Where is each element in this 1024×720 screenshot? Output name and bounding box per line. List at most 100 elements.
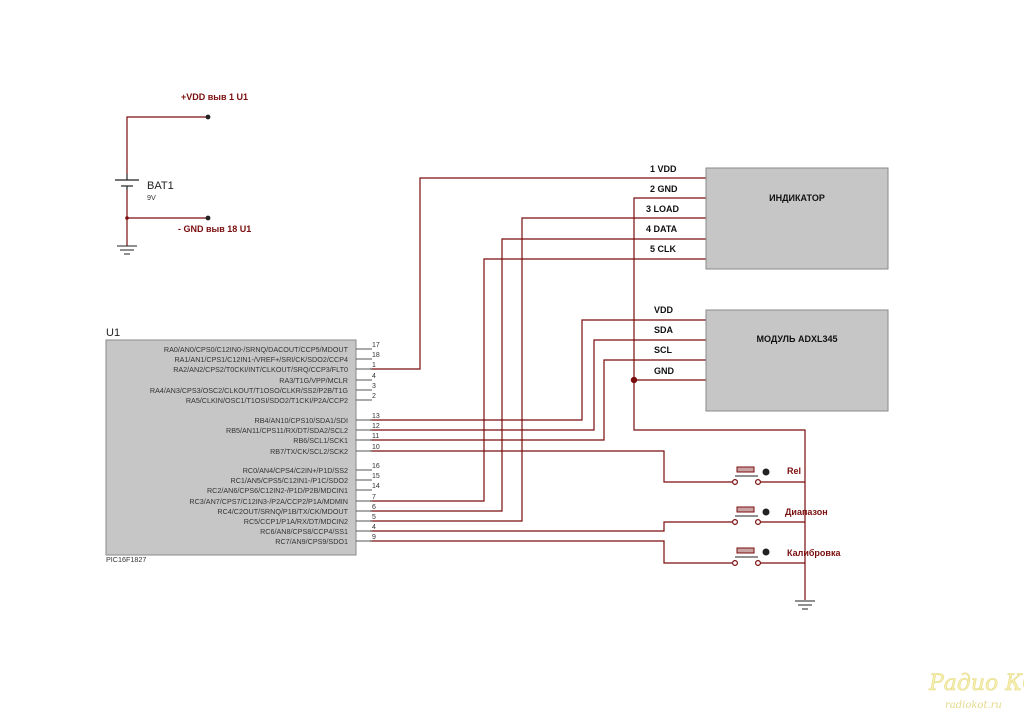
adxl-title: МОДУЛЬ ADXL345 [757,334,838,344]
wire-clk [370,258,706,502]
battery-value: 9V [147,193,156,202]
button-actuator [736,547,755,554]
wire-scl [370,359,706,441]
button-range-label: Диапазон [785,507,828,517]
indicator-pin-label: 3 LOAD [646,204,680,214]
wire-btn-rel [370,450,732,483]
mcu-pin-label: RC2/AN6/CPS6/C12IN2-/P1D/P2B/MDCIN1 [207,486,348,495]
mcu-pin-number: 13 [372,413,380,420]
mcu-pin-number: 11 [372,433,379,440]
mcu-pins-portb: RB4/AN10/CPS10/SDA1/SDI 13 RB5/AN11/CPS1… [226,413,380,456]
button-rel: Rel [731,466,801,486]
watermark-logo: Радио КОТ radiokot.ru [928,671,1024,711]
mcu-pin-label: RB4/AN10/CPS10/SDA1/SDI [255,416,348,425]
terminal-vdd [205,114,211,120]
wire-gnd-bus [633,197,806,600]
button-terminal [754,559,761,566]
mcu-pin-label: RA0/AN0/CPS0/C12IN0-/SRNQ/DACOUT/CCP5/MD… [164,345,349,354]
mcu-pin-label: RA4/AN3/CPS3/OSC2/CLKOUT/T1OSO/CLKR/SS2/… [150,386,349,395]
watermark-logo-text: Радио КОТ [928,671,1024,696]
mcu-pin-number: 18 [372,352,380,359]
adxl-pin-label: SDA [654,325,674,335]
mcu-pin-label: RC0/AN4/CPS4/C2IN+/P1D/SS2 [243,466,348,475]
indicator-pin-label: 5 CLK [650,244,677,254]
mcu-pin-number: 17 [372,342,380,349]
mcu-pins-portc: RC0/AN4/CPS4/C2IN+/P1D/SS2 16 RC1/AN5/CP… [189,463,379,546]
button-actuator [736,466,755,473]
wires [126,116,806,600]
button-indicator-dot [762,508,770,516]
mcu-part: PIC16F1827 [106,555,146,564]
mcu-pin-number: 4 [372,373,376,380]
wire-btn-range [370,521,732,532]
button-rel-label: Rel [787,466,801,476]
wire-sda [370,339,706,431]
mcu-pin-number: 4 [372,524,376,531]
mcu-pin-number: 16 [372,463,380,470]
wire-vdd-indicator [370,177,706,370]
indicator-body [705,167,889,270]
net-terminals [205,114,211,221]
button-terminal [731,518,738,525]
mcu-pin-number: 1 [372,362,376,369]
wire-bat-gnd [126,190,207,219]
mcu-pin-label: RA5/CLKIN/OSC1/T1OSI/SDO2/T1CKI/P2A/CCP2 [186,396,348,405]
mcu-pin-label: RB5/AN11/CPS11/RX/DT/SDA2/SCL2 [226,426,348,435]
button-indicator-dot [762,468,770,476]
mcu-pin-number: 14 [372,483,380,490]
indicator-pin-label: 4 DATA [646,224,678,234]
battery-gnd-label: - GND выв 18 U1 [178,224,251,234]
mcu-ref: U1 [106,327,120,339]
adxl-pin-label: SCL [654,345,673,355]
indicator-title: ИНДИКАТОР [769,193,825,203]
junction-gnd-adxl [630,376,638,384]
button-actuator [736,506,755,513]
adxl-body [705,309,889,412]
battery-symbol [115,174,139,190]
mcu-pin-number: 2 [372,393,376,400]
mcu-pin-label: RA1/AN1/CPS1/C12IN1-/VREF+/SRI/CK/SDO2/C… [174,355,348,364]
button-terminal [754,479,761,486]
mcu-pin-label: RB7/TX/CK/SCL2/SCK2 [270,447,348,456]
mcu-pin-label: RB6/SCL1/SCK1 [293,436,348,445]
indicator-pin-label: 1 VDD [650,164,677,174]
button-range: Диапазон [731,506,828,525]
mcu-pin-label: RA2/AN2/CPS2/T0CKI/INT/CLKOUT/SRQ/CCP3/F… [173,365,348,374]
mcu-pin-number: 6 [372,504,376,511]
mcu-pin-number: 12 [372,423,380,430]
mcu-pin-label: RC6/AN8/CPS8/CCP4/SS1 [260,527,348,536]
button-terminal [754,518,761,525]
button-terminal [731,559,738,566]
mcu-pin-number: 3 [372,383,376,390]
mcu-pin-label: RC3/AN7/CPS7/C12IN3-/P2A/CCP2/P1A/MDMIN [189,497,348,506]
wire-btn-cal [370,540,732,564]
mcu-pin-label: RC5/CCP1/P1A/RX/DT/MDCIN2 [244,517,348,526]
mcu-pin-number: 5 [372,514,376,521]
mcu-pin-number: 9 [372,534,376,541]
ground-icon [117,245,137,255]
indicator-pin-label: 2 GND [650,184,678,194]
wire-data [370,238,706,512]
ground-icon [795,600,815,610]
mcu-pin-number: 15 [372,473,380,480]
battery-ref: BAT1 [147,180,174,192]
junction-bat-gnd [125,216,129,220]
mcu-pin-stubs [356,348,372,542]
mcu-pins-porta: RA0/AN0/CPS0/C12IN0-/SRNQ/DACOUT/CCP5/MD… [150,342,380,405]
battery-vdd-label: +VDD выв 1 U1 [181,92,248,102]
wire-bat-vdd [126,116,207,174]
mcu-pin-number: 10 [372,444,380,451]
junctions [125,216,638,384]
mcu-pin-label: RC7/AN9/CPS9/SDO1 [275,537,348,546]
wire-adxl-vdd [370,319,706,421]
mcu-body [105,339,357,556]
mcu-pin-label: RC4/C2OUT/SRNQ/P1B/TX/CK/MDOUT [217,507,348,516]
adxl-pin-label: VDD [654,305,674,315]
button-calibration: Калибровка [731,547,841,566]
button-calibration-label: Калибровка [787,548,841,558]
watermark-site: radiokot.ru [945,700,1002,711]
mcu-pin-label: RC1/AN5/CPS5/C12IN1-/P1C/SDO2 [231,476,348,485]
button-terminal [731,479,738,486]
button-indicator-dot [762,548,770,556]
